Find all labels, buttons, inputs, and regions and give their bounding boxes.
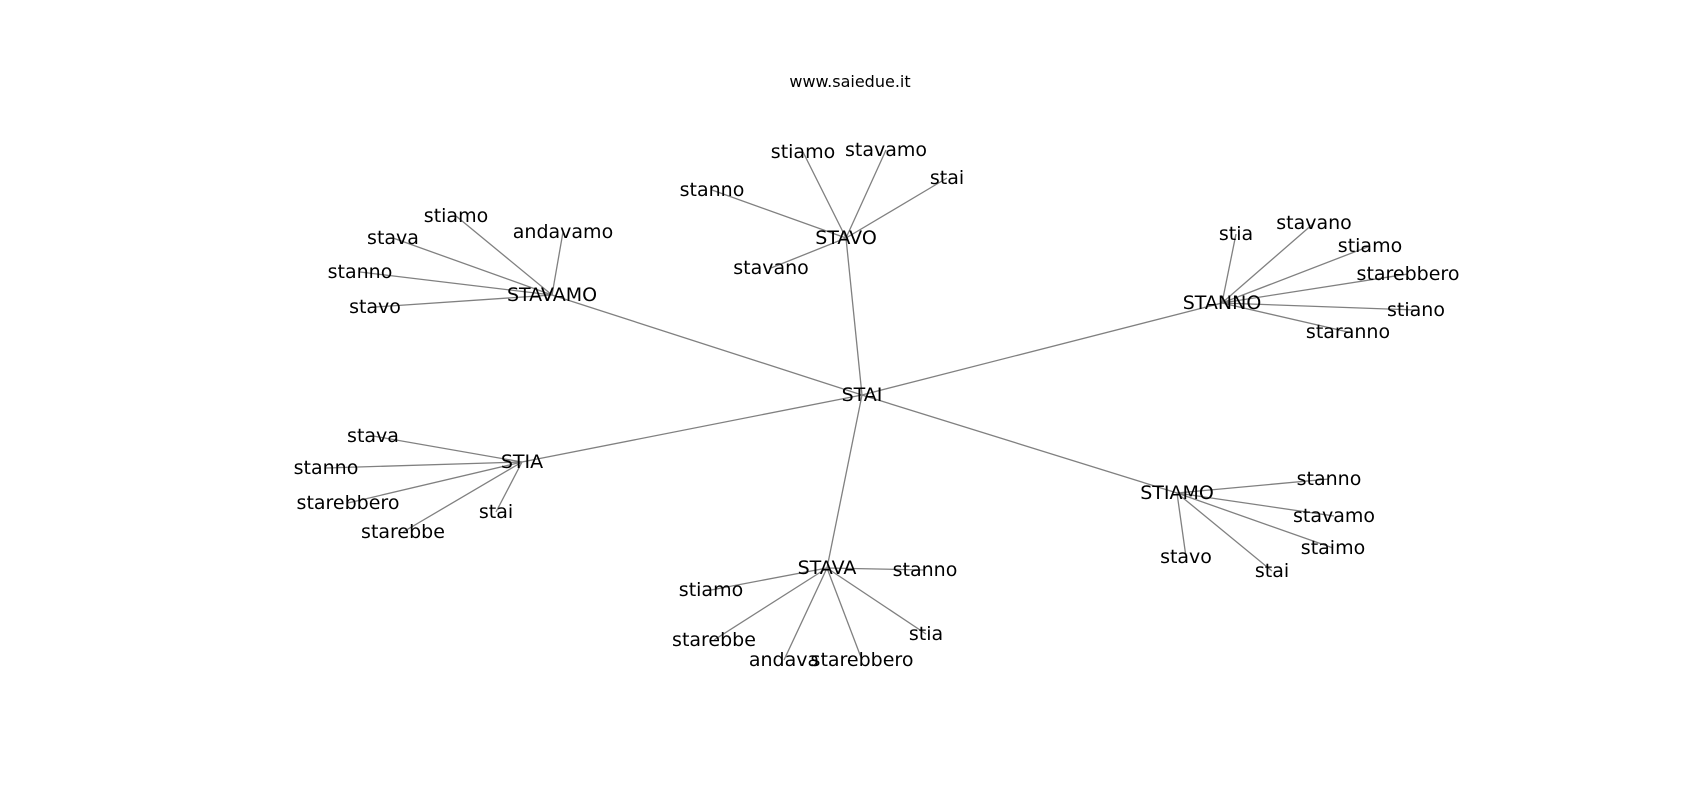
edge-hub-to-leaf — [374, 294, 553, 308]
leaf-node-label: stavo — [1160, 546, 1212, 568]
leaf-node-label: stai — [479, 501, 513, 523]
leaf-node-label: starebbero — [1357, 263, 1460, 285]
edge-hub-to-leaf — [783, 567, 828, 661]
leaf-node-label: staimo — [1301, 537, 1365, 559]
leaf-node-label: starebbero — [297, 492, 400, 514]
edge-center-to-hub — [845, 237, 863, 396]
edge-hub-to-leaf — [325, 461, 523, 469]
leaf-node-label: starebbe — [361, 521, 445, 543]
edge-hub-to-leaf — [710, 567, 828, 591]
hub-node-label: STANNO — [1183, 292, 1262, 314]
edge-hub-to-leaf — [711, 189, 847, 239]
edge-hub-to-leaf — [845, 149, 887, 239]
edge-hub-to-leaf — [802, 151, 847, 239]
edge-center-to-hub — [551, 294, 863, 396]
edges-layer — [325, 149, 1417, 661]
edge-hub-to-leaf — [495, 461, 523, 513]
edge-hub-to-leaf — [826, 567, 863, 661]
leaf-node-label: stanno — [893, 559, 958, 581]
leaf-node-label: stia — [1219, 223, 1253, 245]
leaf-node-label: stai — [930, 167, 964, 189]
edge-hub-to-leaf — [770, 237, 847, 269]
leaf-node-label: andavamo — [513, 221, 613, 243]
edge-hub-to-leaf — [1221, 222, 1315, 304]
edge-hub-to-leaf — [1221, 302, 1349, 333]
edge-hub-to-leaf — [713, 567, 828, 641]
edge-hub-to-leaf — [1176, 492, 1335, 517]
leaf-node-label: stiano — [1387, 299, 1445, 321]
leaf-node-label: stavamo — [1293, 505, 1375, 527]
edge-hub-to-leaf — [402, 461, 523, 533]
leaf-node-label: stia — [909, 623, 943, 645]
edge-hub-to-leaf — [1176, 492, 1273, 572]
edge-hub-to-leaf — [392, 237, 553, 296]
leaf-node-label: stava — [367, 227, 419, 249]
edge-hub-to-leaf — [845, 177, 948, 239]
hub-node-label: STAVAMO — [507, 284, 597, 306]
leaf-node-label: stava — [347, 425, 399, 447]
edge-hub-to-leaf — [1221, 302, 1417, 311]
leaf-node-label: starebbero — [811, 649, 914, 671]
edge-hub-to-leaf — [551, 231, 564, 296]
edge-center-to-hub — [826, 394, 863, 569]
leaf-node-label: stavamo — [845, 139, 927, 161]
edge-hub-to-leaf — [1221, 273, 1409, 304]
hub-node-label: STAVA — [798, 557, 857, 579]
leaf-node-label: stiamo — [424, 205, 488, 227]
leaf-node-label: stanno — [1297, 468, 1362, 490]
leaf-node-label: stavano — [1276, 212, 1352, 234]
edge-hub-to-leaf — [455, 215, 553, 296]
edge-hub-to-leaf — [359, 271, 553, 296]
hub-node-label: STIA — [501, 451, 543, 473]
edge-hub-to-leaf — [826, 567, 926, 571]
edge-hub-to-leaf — [826, 567, 927, 635]
edge-hub-to-leaf — [1221, 245, 1371, 304]
leaf-node-label: stiamo — [771, 141, 835, 163]
hub-node-label: STAVO — [815, 227, 877, 249]
leaf-node-label: stavano — [733, 257, 809, 279]
edge-hub-to-leaf — [347, 461, 523, 504]
leaf-node-label: stai — [1255, 560, 1289, 582]
leaf-node-label: stanno — [328, 261, 393, 283]
leaf-node-label: stanno — [680, 179, 745, 201]
edge-hub-to-leaf — [372, 435, 523, 463]
edge-hub-to-leaf — [1176, 492, 1334, 549]
edge-hub-to-leaf — [1176, 492, 1187, 558]
edge-center-to-hub — [861, 394, 1178, 494]
edge-hub-to-leaf — [1221, 233, 1237, 304]
edge-hub-to-leaf — [1176, 478, 1330, 494]
leaf-node-label: stiamo — [679, 579, 743, 601]
leaf-node-label: starebbe — [672, 629, 756, 651]
hub-node-label: STIAMO — [1140, 482, 1214, 504]
leaf-node-label: staranno — [1306, 321, 1390, 343]
site-label: www.saiedue.it — [789, 72, 911, 91]
leaf-node-label: stiamo — [1338, 235, 1402, 257]
leaf-node-label: stavo — [349, 296, 401, 318]
edge-center-to-hub — [861, 302, 1223, 396]
edge-center-to-hub — [521, 394, 863, 463]
center-node-label: STAI — [842, 384, 883, 406]
leaf-node-label: stanno — [294, 457, 359, 479]
leaf-node-label: andava — [749, 649, 819, 671]
